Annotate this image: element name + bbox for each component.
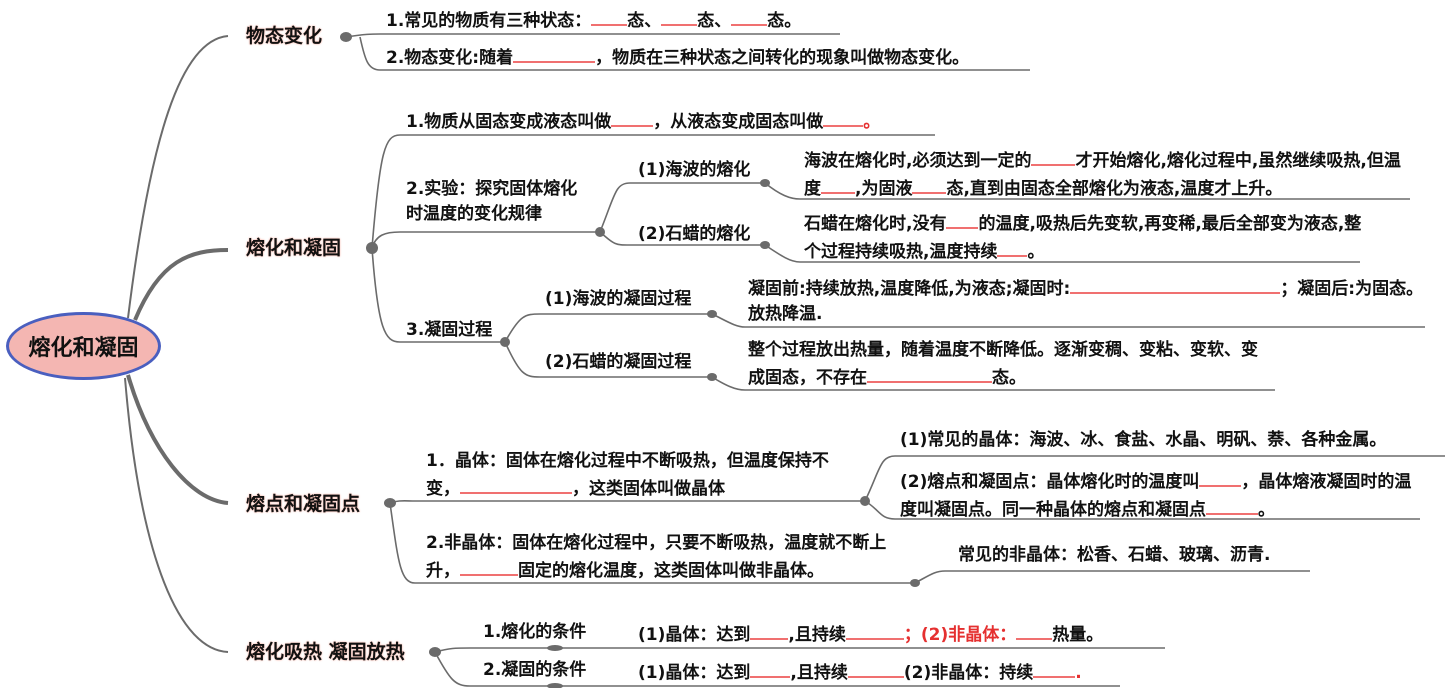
melting-definition[interactable]: 1.物质从固态变成液态叫做 ，从液态变成固态叫做 。 [406,107,880,135]
fill-blank[interactable] [750,620,789,640]
text: 的温度,吸热后先变软,再变稀,最后全部变为液态,整个过程持续吸热,温度持续 [804,214,1362,262]
root-label: 熔化和凝固 [28,336,139,361]
experiment-node[interactable]: 2.实验：探究固体熔化时温度的变化规律 [406,179,578,224]
text: ,且持续 [788,625,846,645]
text: (1)晶体：达到 [638,663,751,683]
fill-blank[interactable] [611,107,654,127]
text: 凝固前:持续放热,温度降低,为液态;凝固时: [748,279,1071,299]
melting-point-detail[interactable]: (2)熔点和凝固点：晶体熔化时的温度叫，晶体熔液凝固时的温度叫凝固点。同一种晶体… [900,467,1425,523]
text: ,且持续 [790,663,848,683]
text: 态。 [767,11,802,31]
text: 态,直到由固态全部熔化为液态,温度才上升。 [946,179,1283,199]
fill-blank[interactable] [946,209,979,229]
text: 2.非晶体：固体在熔化过程中，只要不断吸热，温度就不断上升， [426,533,887,581]
text: 1.物质从固态变成液态叫做 [406,112,612,132]
text: 态。 [992,368,1026,388]
fill-blank[interactable] [821,174,855,194]
fill-blank[interactable] [867,363,992,383]
hypo-solidification[interactable]: (1)海波的凝固过程 [545,289,692,309]
text: 。 [863,112,881,132]
text: ，物质在三种状态之间转化的现象叫做物态变化。 [595,48,970,68]
text: 态、 [627,11,662,31]
fill-blank[interactable] [1206,495,1258,515]
paraffin-solidification[interactable]: (2)石蜡的凝固过程 [545,352,692,372]
fill-blank[interactable] [1033,658,1076,678]
text: 热量。 [1052,625,1104,645]
text: ,为固液 [855,179,913,199]
hypo-melting[interactable]: (1)海波的熔化 [638,160,751,180]
root-node[interactable]: 熔化和凝固 [6,312,161,380]
text: ，晶体熔液凝固时的温度叫凝固点。同一种晶体的熔点和凝固点 [900,472,1412,520]
common-amorphous[interactable]: 常见的非晶体：松香、石蜡、玻璃、沥青. [958,545,1271,565]
hypo-melting-detail[interactable]: 海波在熔化时,必须达到一定的才开始熔化,熔化过程中,虽然继续吸热,但温度,为固液… [804,146,1414,202]
fill-blank[interactable] [661,6,698,26]
text: 海波在熔化时,必须达到一定的 [804,151,1032,171]
text: ；(2)非晶体： [903,625,1017,645]
fill-blank[interactable] [1016,620,1053,640]
fill-blank[interactable] [1199,467,1242,487]
topic-phase-change[interactable]: 物态变化 [246,25,323,47]
text: 。 [1258,500,1275,520]
text: 石蜡在熔化时,没有 [804,214,947,234]
fill-blank[interactable] [731,6,768,26]
melting-conditions-detail[interactable]: (1)晶体：达到 ,且持续 ；(2)非晶体： 热量。 [638,620,1103,648]
phase-change-item-2[interactable]: 2.物态变化:随着 ，物质在三种状态之间转化的现象叫做物态变化。 [386,43,969,71]
common-crystals[interactable]: (1)常见的晶体：海波、冰、食盐、水晶、明矾、萘、各种金属。 [900,430,1387,450]
text: 1.常见的物质有三种状态： [386,11,592,31]
fill-blank[interactable] [1070,274,1281,294]
text: . [1075,663,1082,683]
text: ，这类固体叫做晶体 [572,479,725,499]
solidification-process[interactable]: 3.凝固过程 [406,320,493,340]
crystal-definition[interactable]: 1．晶体：固体在熔化过程中不断吸热，但温度保持不变，，这类固体叫做晶体 [426,449,856,502]
text: 1．晶体：固体在熔化过程中不断吸热，但温度保持不变， [426,451,829,499]
text: 固定的熔化温度，这类固体叫做非晶体。 [518,561,824,581]
text: 才开始熔化,熔化过程中,虽然继续吸热,但温度 [804,151,1401,199]
hypo-solidification-detail[interactable]: 凝固前:持续放热,温度降低,为液态;凝固时:；凝固后:为固态。放热降温. [748,274,1428,327]
melting-conditions[interactable]: 1.熔化的条件 [483,622,587,642]
solidification-conditions-detail[interactable]: (1)晶体：达到 ,且持续 (2)非晶体：持续. [638,658,1082,686]
text: 态、 [697,11,732,31]
fill-blank[interactable] [513,43,596,63]
fill-blank[interactable] [847,658,904,678]
paraffin-melting-detail[interactable]: 石蜡在熔化时,没有的温度,吸热后先变软,再变稀,最后全部变为液态,整个过程持续吸… [804,209,1364,265]
fill-blank[interactable] [997,237,1028,257]
topic-heat-absorb-release[interactable]: 熔化吸热 凝固放热 [246,641,405,663]
amorphous-definition[interactable]: 2.非晶体：固体在熔化过程中，只要不断吸热，温度就不断上升，固定的熔化温度，这类… [426,531,906,584]
fill-blank[interactable] [591,6,628,26]
fill-blank[interactable] [460,474,572,494]
text: 。 [1027,242,1045,262]
solidification-conditions[interactable]: 2.凝固的条件 [483,660,587,680]
topic-melting-freezing-point[interactable]: 熔点和凝固点 [246,493,361,515]
text: (1)晶体：达到 [638,625,751,645]
paraffin-solidification-detail[interactable]: 整个过程放出热量，随着温度不断降低。逐渐变稠、变粘、变软、变成固态，不存在态。 [748,338,1273,391]
fill-blank[interactable] [823,107,864,127]
text: ；凝固后:为固态。放热降温. [748,279,1424,324]
topic-melting-solidification[interactable]: 熔化和凝固 [246,237,342,259]
fill-blank[interactable] [460,556,518,576]
fill-blank[interactable] [912,174,947,194]
phase-change-item-1[interactable]: 1.常见的物质有三种状态： 态、 态、 态。 [386,6,801,34]
text: (2)熔点和凝固点：晶体熔化时的温度叫 [900,472,1200,492]
text: 2.物态变化:随着 [386,48,514,68]
text: 整个过程放出热量，随着温度不断降低。逐渐变稠、变粘、变软、变成固态，不存在 [748,340,1258,388]
fill-blank[interactable] [750,658,791,678]
fill-blank[interactable] [845,620,904,640]
text: (2)非晶体：持续 [903,663,1034,683]
text: ，从液态变成固态叫做 [653,112,824,132]
paraffin-melting[interactable]: (2)石蜡的熔化 [638,224,751,244]
fill-blank[interactable] [1031,146,1076,166]
